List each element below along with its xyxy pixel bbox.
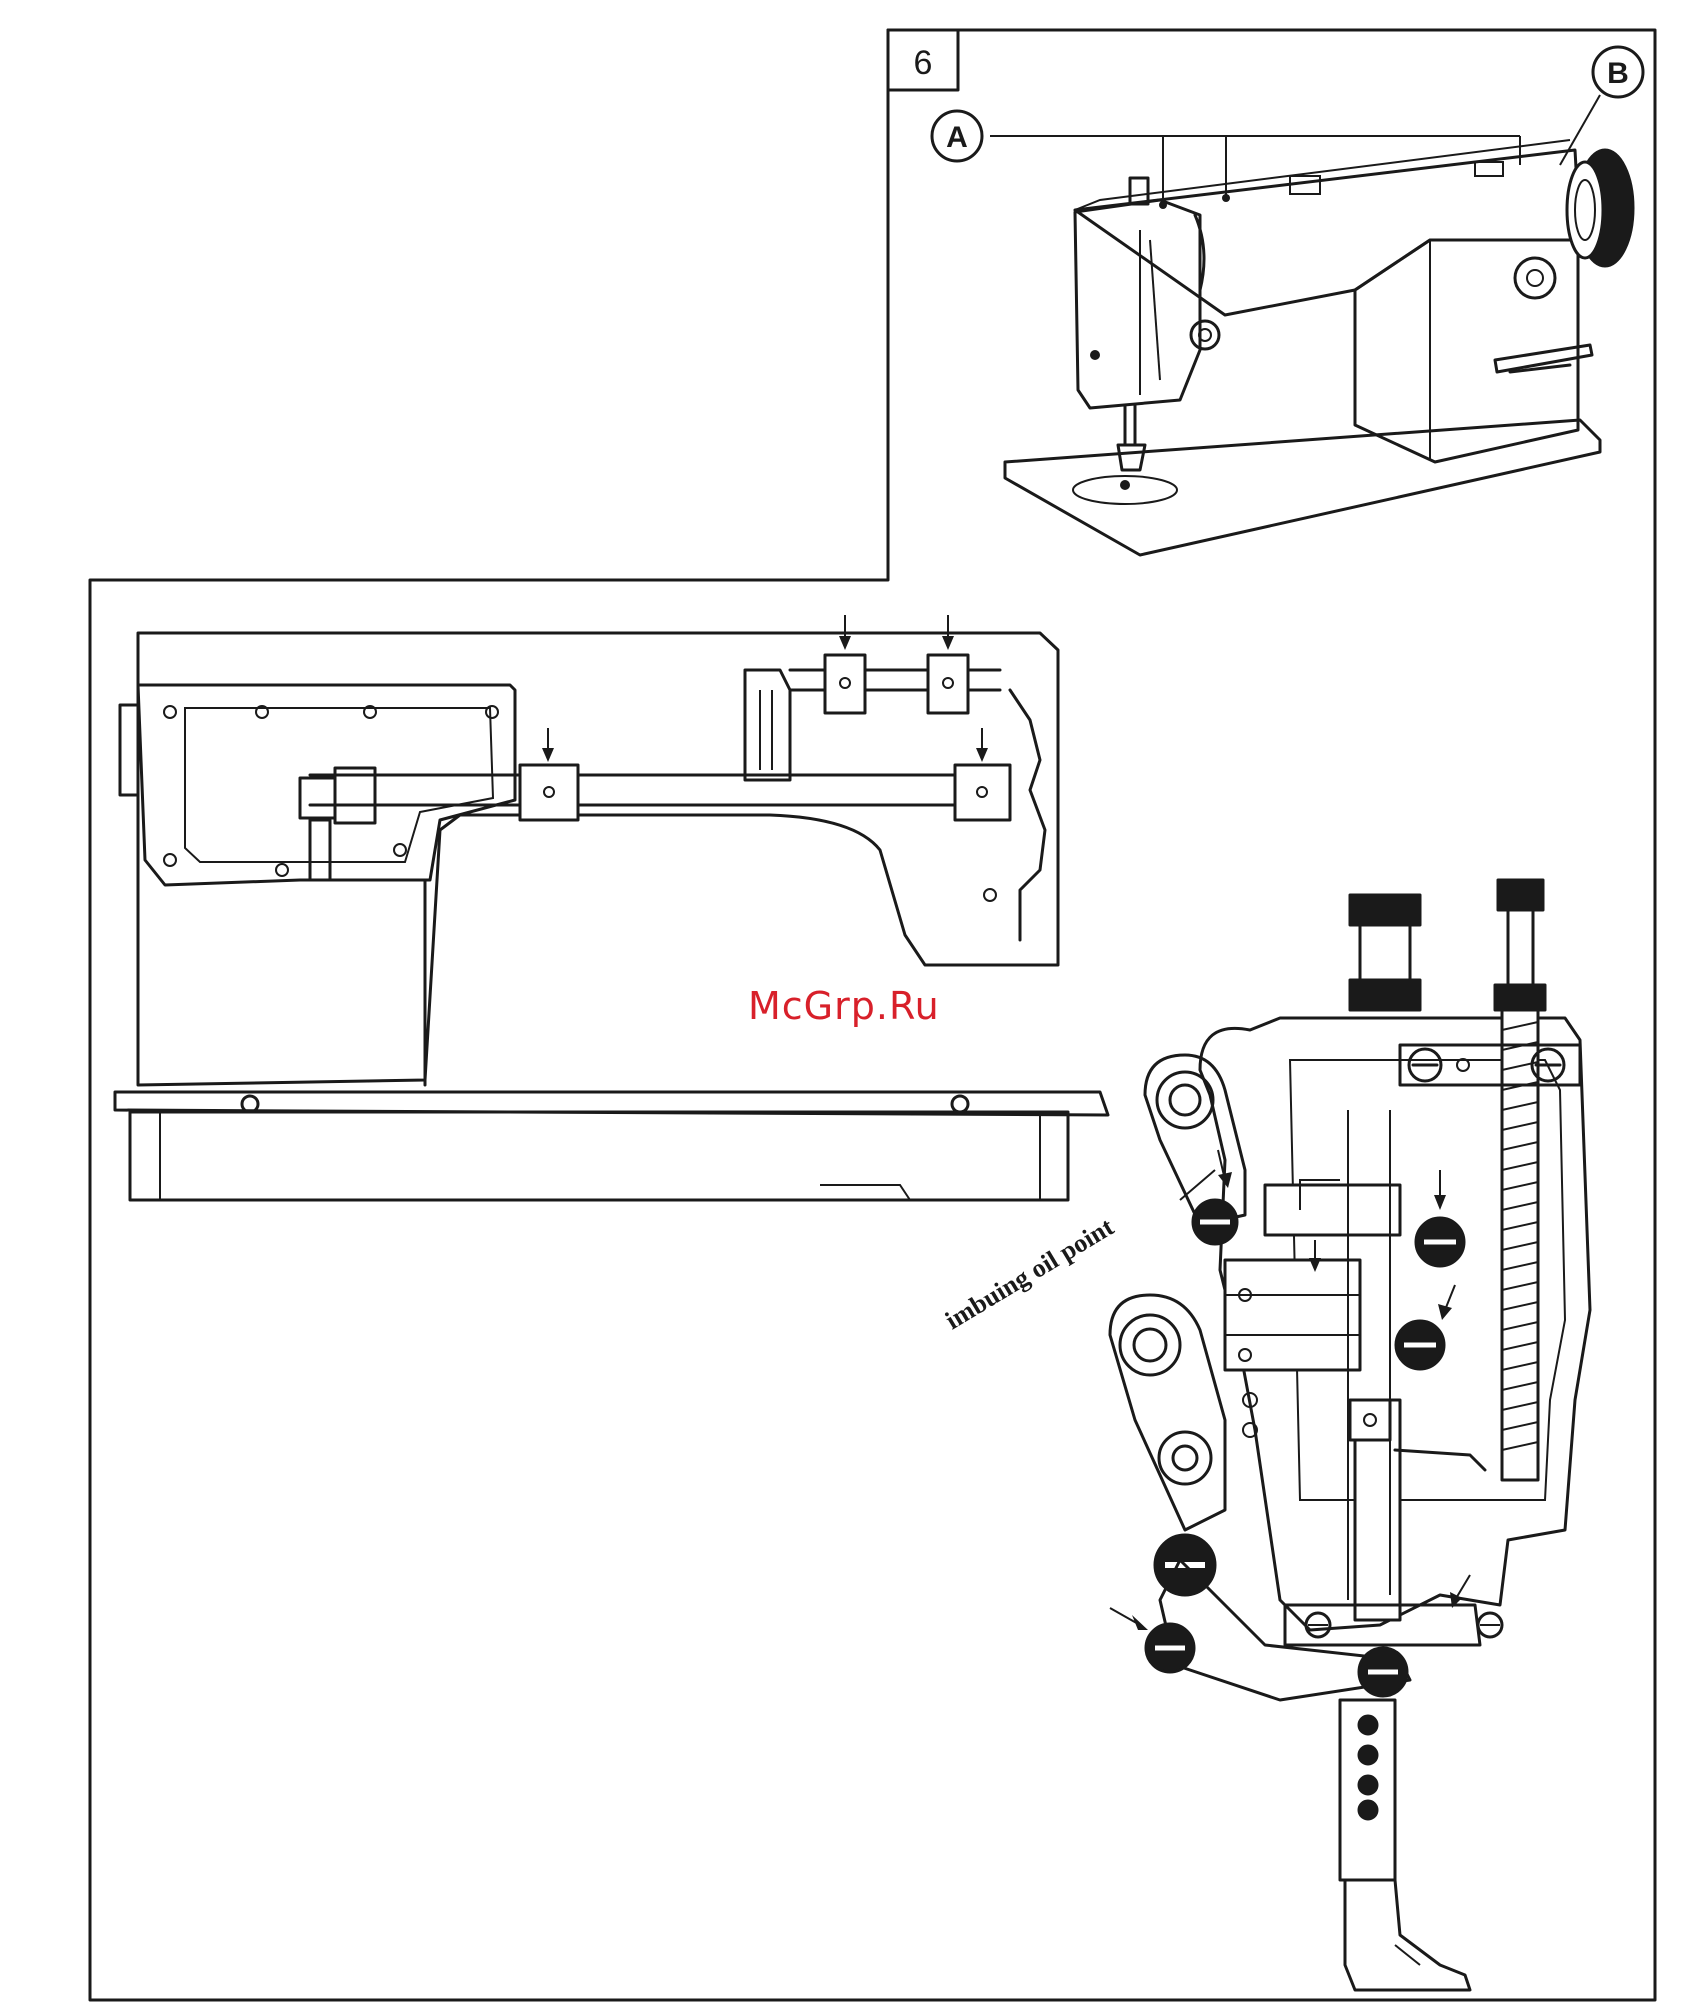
oil-point-label: imbuing oil point: [940, 1212, 1119, 1335]
callout-b: B: [1593, 47, 1643, 97]
watermark: McGrp.Ru: [748, 984, 940, 1028]
callout-a-label: A: [946, 121, 968, 154]
figure-number: 6: [914, 44, 933, 82]
figure-number-box: 6: [888, 30, 958, 90]
machine-overview: [990, 95, 1633, 555]
head-detail-view: [1110, 880, 1590, 1990]
callout-b-label: B: [1607, 57, 1629, 90]
arm-section-view: [115, 615, 1108, 1200]
callout-a: A: [932, 111, 982, 161]
